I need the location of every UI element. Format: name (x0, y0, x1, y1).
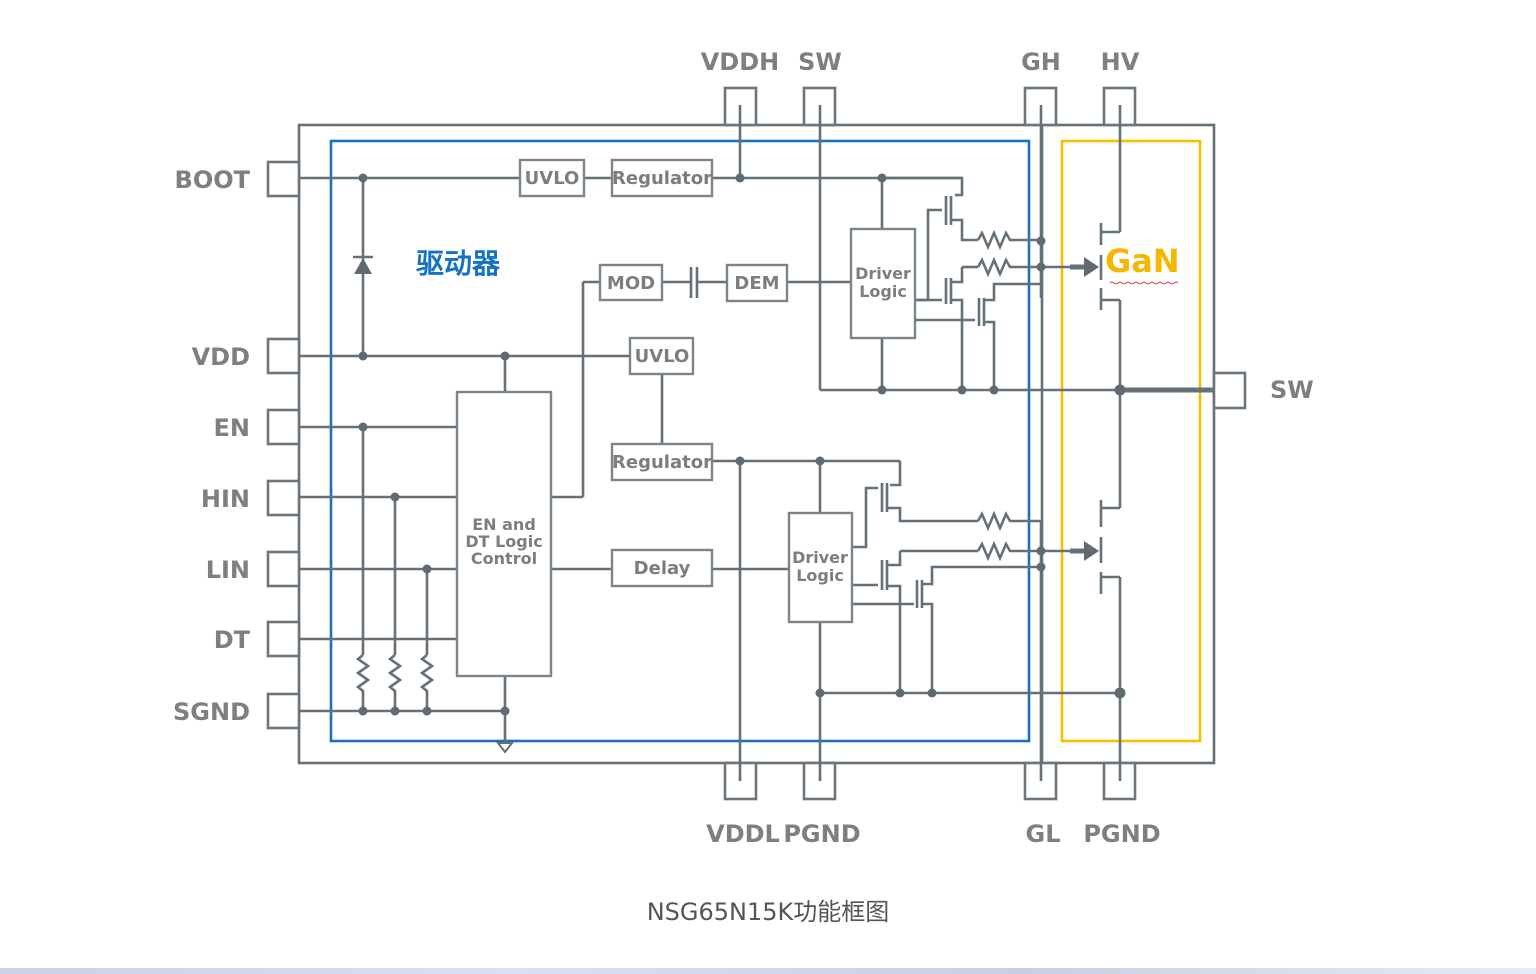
pin-label-pgnd-right: PGND (1083, 820, 1160, 848)
bottom-pads (723, 761, 1137, 801)
svg-text:Logic: Logic (796, 566, 844, 585)
pulldown-resistors (355, 653, 435, 694)
pin-label-hin: HIN (201, 485, 250, 513)
ground-icon (495, 742, 515, 754)
pin-label-dt: DT (214, 626, 251, 654)
pin-label-vddh: VDDH (701, 48, 780, 76)
pin-label-sw-top: SW (798, 48, 842, 76)
driver-label: 驱动器 (416, 247, 501, 280)
pin-label-gl: GL (1026, 820, 1061, 848)
bootstrap-diode (353, 255, 373, 274)
regulator-mid-block: Regulator (610, 442, 714, 482)
figure-caption: NSG65N15K功能框图 (646, 898, 890, 926)
pin-label-gh: GH (1021, 48, 1061, 76)
bottom-edge-bar (0, 968, 1536, 974)
driver-logic-low-block: Driver Logic (787, 511, 854, 624)
regulator-top-block: Regulator (610, 158, 714, 198)
high-side-mosfets (882, 176, 1041, 390)
svg-text:Control: Control (471, 549, 537, 568)
top-pads (723, 86, 1137, 127)
svg-text:UVLO: UVLO (635, 346, 690, 367)
gan-low-transistor (1070, 500, 1103, 594)
svg-text:Regulator: Regulator (612, 452, 712, 473)
svg-text:DEM: DEM (734, 273, 779, 294)
junction-dots (358, 173, 1126, 716)
svg-text:Delay: Delay (634, 558, 691, 579)
package-outline (297, 123, 1216, 765)
pin-label-boot: BOOT (175, 166, 251, 194)
delay-block: Delay (610, 548, 714, 588)
pin-label-lin: LIN (206, 556, 250, 584)
svg-text:Driver: Driver (792, 548, 848, 567)
gan-label: GaN (1105, 242, 1180, 280)
left-pads (266, 160, 301, 730)
pin-label-pgnd-left: PGND (783, 820, 860, 848)
svg-text:Regulator: Regulator (612, 168, 712, 189)
svg-text:DT Logic: DT Logic (465, 532, 542, 551)
svg-text:MOD: MOD (607, 273, 655, 294)
pin-label-en: EN (214, 414, 250, 442)
en-dt-logic-block: EN and DT Logic Control (455, 390, 553, 678)
gan-high-transistor (1070, 223, 1103, 310)
pin-label-sgnd: SGND (173, 698, 250, 726)
right-pad-sw (1212, 371, 1247, 410)
svg-text:EN and: EN and (472, 515, 536, 534)
pin-label-vddl: VDDL (706, 820, 780, 848)
low-side-mosfets (852, 461, 1041, 693)
svg-text:Logic: Logic (859, 282, 907, 301)
uvlo-top-block: UVLO (518, 158, 586, 198)
gan-region (1060, 139, 1202, 743)
wires (299, 105, 1214, 781)
svg-text:UVLO: UVLO (525, 168, 580, 189)
pin-label-sw-right: SW (1270, 376, 1314, 404)
mod-block: MOD (598, 263, 664, 302)
pin-label-vdd: VDD (192, 343, 250, 371)
spellcheck-squiggle (1109, 281, 1179, 285)
driver-logic-high-block: Driver Logic (849, 227, 917, 340)
uvlo-mid-block: UVLO (628, 336, 695, 376)
pin-label-hv: HV (1101, 48, 1140, 76)
driver-region (329, 139, 1031, 743)
svg-text:Driver: Driver (855, 264, 911, 283)
dem-block: DEM (725, 263, 789, 303)
